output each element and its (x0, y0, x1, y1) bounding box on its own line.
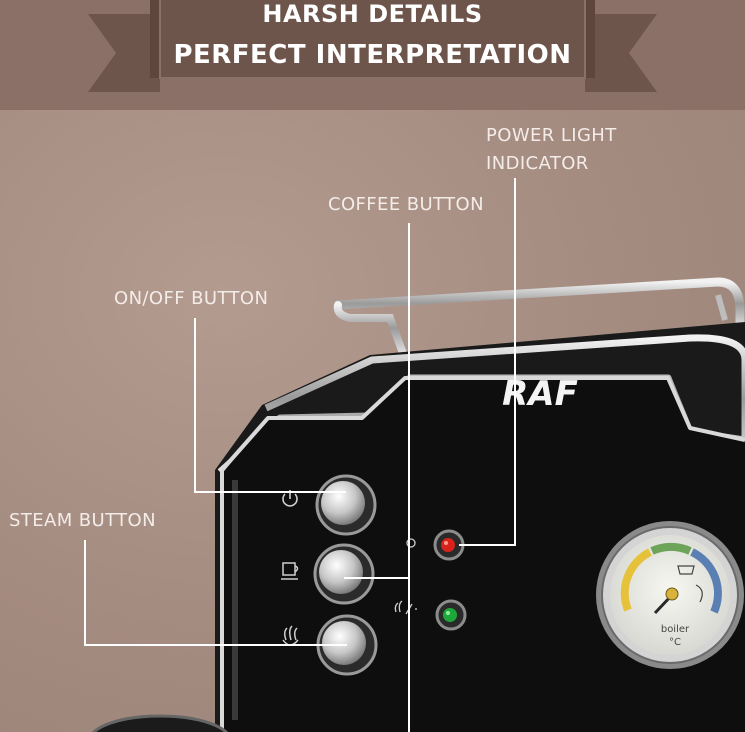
indicator-icon (406, 538, 416, 548)
coffee-cup-icon (281, 562, 299, 580)
gauge-label-boiler: boiler (661, 624, 690, 635)
callout-line-power-light (459, 178, 516, 546)
power-light-indicator (433, 529, 465, 561)
banner-ribbon (88, 0, 657, 92)
gauge-label-unit: °C (669, 637, 681, 648)
coffee-button[interactable] (313, 543, 375, 605)
callout-label-power-light-2: INDICATOR (486, 153, 589, 174)
cup-warmer-rail (333, 277, 745, 360)
callout-label-onoff-button: ON/OFF BUTTON (114, 288, 269, 309)
steam-light-indicator (435, 599, 467, 631)
onoff-button[interactable] (315, 474, 377, 536)
banner-title-line-1: HARSH DETAILS (262, 0, 483, 28)
callout-label-coffee-button: COFFEE BUTTON (328, 194, 484, 215)
callout-line-onoff (194, 318, 346, 493)
boiler-gauge: boiler °C (596, 521, 744, 669)
callout-label-power-light-1: POWER LIGHT (486, 125, 617, 146)
callout-line-steam (84, 540, 347, 646)
callout-lines (84, 178, 516, 732)
callout-label-steam-button: STEAM BUTTON (9, 510, 156, 531)
banner-title-line-2: PERFECT INTERPRETATION (173, 40, 572, 70)
brand-logo: RAF (502, 374, 578, 414)
